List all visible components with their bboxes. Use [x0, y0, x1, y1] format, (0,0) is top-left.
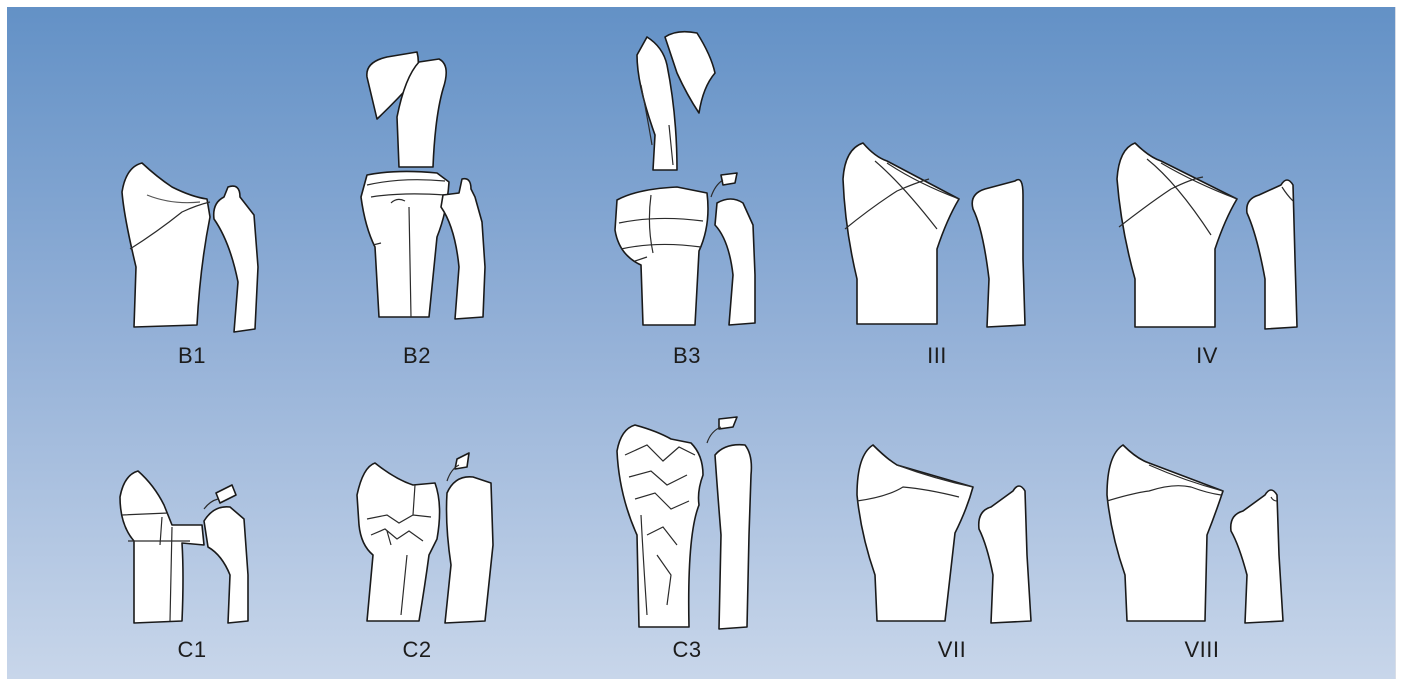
fracture-b2-drawing [347, 47, 507, 322]
fracture-b1-drawing [112, 157, 272, 332]
label-b1: B1 [122, 343, 262, 369]
label-c2: C2 [347, 637, 487, 663]
label-c1: C1 [122, 637, 262, 663]
label-vii: VII [882, 637, 1022, 663]
label-b2: B2 [347, 343, 487, 369]
fracture-c2-drawing [347, 445, 507, 625]
label-iii: III [867, 343, 1007, 369]
fracture-iii-drawing [837, 139, 1037, 329]
label-iv: IV [1137, 343, 1277, 369]
fracture-c1-drawing [112, 465, 272, 625]
fracture-c3-drawing [607, 415, 767, 630]
fracture-iv-drawing [1107, 139, 1307, 329]
diagram-panel: B1 B2 B3 III [7, 7, 1396, 679]
fracture-b3-drawing [607, 25, 767, 330]
fracture-viii-drawing [1097, 435, 1297, 627]
label-c3: C3 [617, 637, 757, 663]
fracture-vii-drawing [847, 435, 1047, 627]
label-b3: B3 [617, 343, 757, 369]
label-viii: VIII [1132, 637, 1272, 663]
